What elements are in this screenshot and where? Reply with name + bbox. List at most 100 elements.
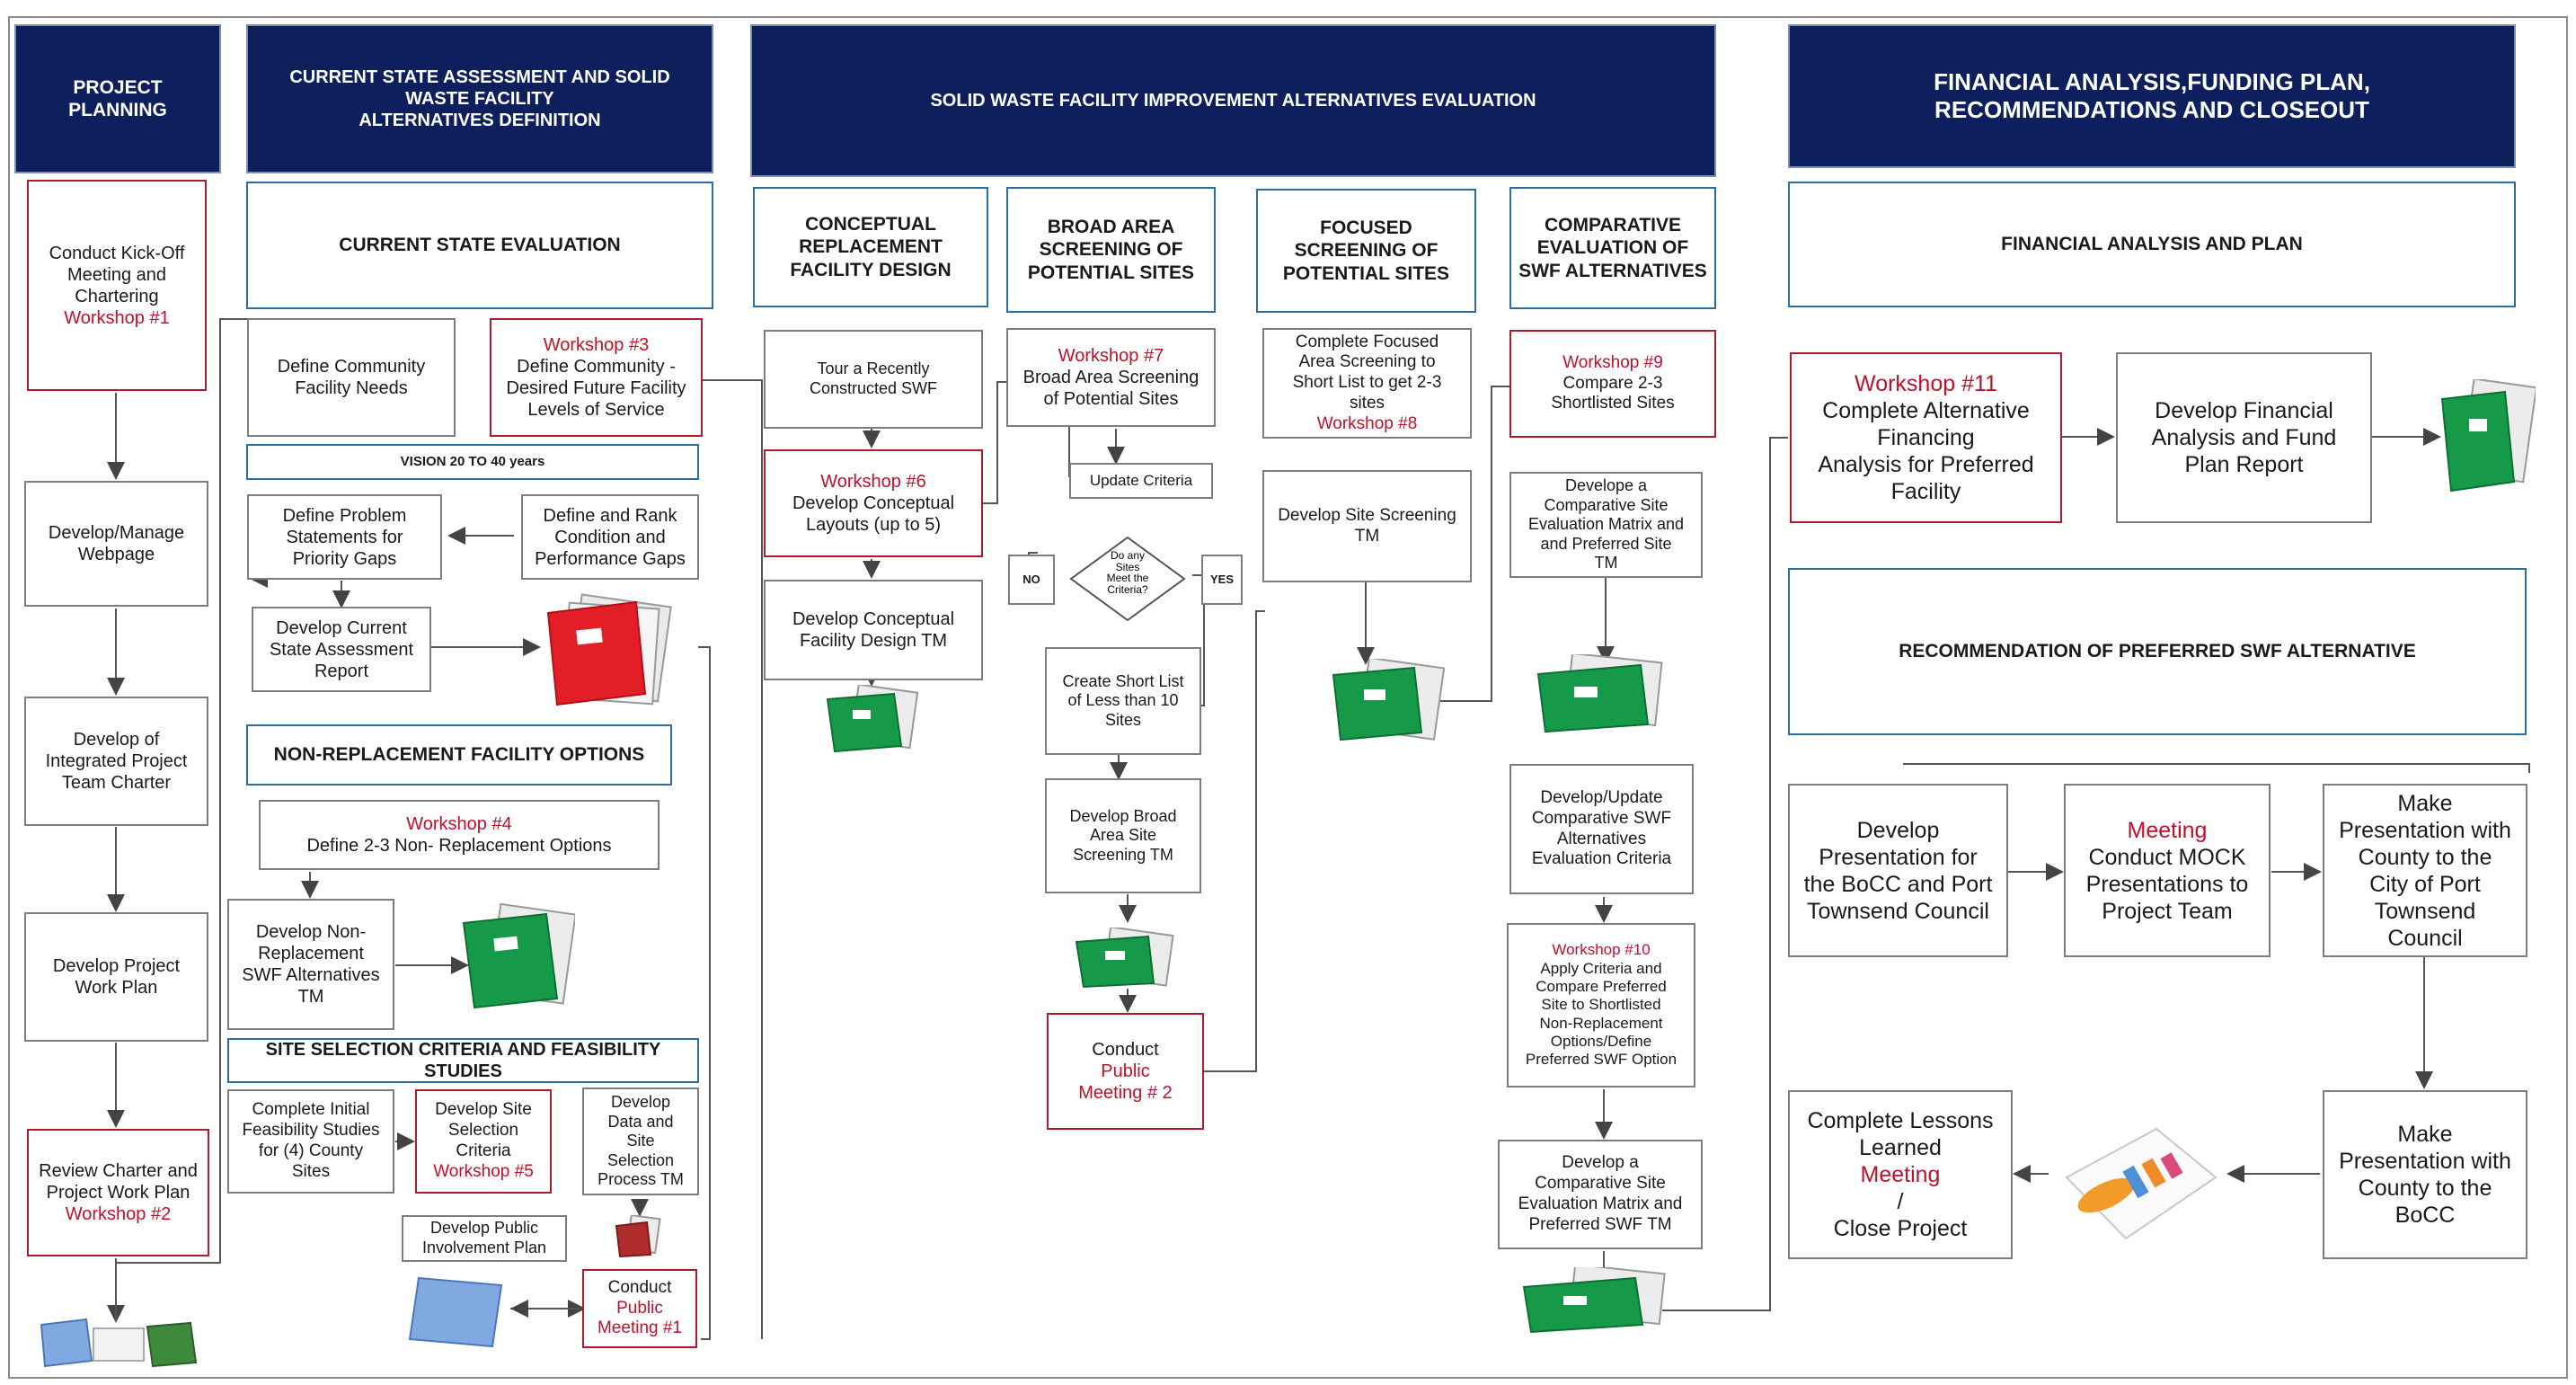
step-public-meeting-2-text: Conduct xyxy=(1092,1040,1159,1060)
folder-green-icon xyxy=(826,685,919,753)
step-criteria-update: Develop/Update Comparative SWF Alternati… xyxy=(1509,764,1694,894)
step-presentation-council: Develop Presentation for the BoCC and Po… xyxy=(1788,784,2008,957)
step-matrix-2-text: Develop a Comparative Site Evaluation Ma… xyxy=(1518,1153,1683,1234)
folder-green-icon xyxy=(1075,928,1174,989)
folder-green-icon xyxy=(1536,654,1663,733)
subheader-recommendation: RECOMMENDATION OF PREFERRED SWF ALTERNAT… xyxy=(1788,568,2527,735)
step-workshop-11: Workshop #11 Complete Alternative Financ… xyxy=(1790,352,2062,523)
step-short-list: Create Short List of Less than 10 Sites xyxy=(1045,647,1201,755)
step-workshop-7-text: Broad Area Screening of Potential Sites xyxy=(1022,368,1199,409)
subheader-focused: FOCUSED SCREENING OF POTENTIAL SITES xyxy=(1256,189,1476,313)
step-workshop-4-label: Workshop #4 xyxy=(406,814,512,834)
step-public-meeting-2-red: Meeting # 2 xyxy=(1078,1083,1173,1103)
step-public-plan: Develop Public Involvement Plan xyxy=(402,1215,567,1262)
step-site-data-text: Develop Data and Site Selection Process … xyxy=(598,1093,684,1189)
step-kickoff-workshop: Workshop #1 xyxy=(64,307,170,328)
subheader-conceptual-design: CONCEPTUAL REPLACEMENT FACILITY DESIGN xyxy=(753,187,988,307)
step-tour: Tour a Recently Constructed SWF xyxy=(764,330,983,429)
step-public-meeting-2-public: Public xyxy=(1101,1061,1150,1081)
step-site-data: Develop Data and Site Selection Process … xyxy=(582,1088,699,1195)
step-workshop-11-label: Workshop #11 xyxy=(1855,371,1997,396)
step-workshop-6: Workshop #6 Develop Conceptual Layouts (… xyxy=(764,449,983,557)
step-review-text: Review Charter and Project Work Plan xyxy=(39,1161,198,1203)
step-workshop-10-label: Workshop #10 xyxy=(1552,941,1651,959)
step-presentation-bocc-text: Make Presentation with County to the BoC… xyxy=(2339,1122,2511,1228)
step-concept-tm: Develop Conceptual Facility Design TM xyxy=(764,580,983,680)
step-workshop-9-label: Workshop #9 xyxy=(1562,352,1663,372)
step-presentation-city-text: Make Presentation with County to the Cit… xyxy=(2339,790,2511,951)
document-blue-icon xyxy=(408,1276,503,1348)
report-chart-icon xyxy=(2065,1127,2217,1240)
step-problem-statements: Define Problem Statements for Priority G… xyxy=(247,494,442,580)
step-workshop-3-text: Define Community - Desired Future Facili… xyxy=(506,357,686,420)
step-workshop-7: Workshop #7 Broad Area Screening of Pote… xyxy=(1006,328,1216,427)
subheader-site-selection: SITE SELECTION CRITERIA AND FEASIBILITY … xyxy=(227,1038,699,1083)
subheader-non-replacement: NON-REPLACEMENT FACILITY OPTIONS xyxy=(246,724,672,786)
step-site-screening-tm-text: Develop Site Screening TM xyxy=(1278,505,1456,546)
folder-red-icon xyxy=(546,593,672,706)
step-site-screening-tm: Develop Site Screening TM xyxy=(1262,470,1472,582)
step-workshop-4: Workshop #4 Define 2-3 Non- Replacement … xyxy=(259,800,659,870)
step-workshop-3: Workshop #3 Define Community - Desired F… xyxy=(490,318,703,437)
diagram-frame xyxy=(8,16,2568,1379)
step-lessons: Complete Lessons Learned Meeting / Close… xyxy=(1788,1090,2013,1259)
step-matrix-2: Develop a Comparative Site Evaluation Ma… xyxy=(1498,1140,1703,1249)
folder-green-icon xyxy=(1332,659,1445,741)
step-presentation-council-text: Develop Presentation for the BoCC and Po… xyxy=(1803,817,1993,924)
folder-green-icon xyxy=(2440,379,2536,493)
label-no-text: NO xyxy=(1022,573,1040,587)
step-non-replacement-tm-text: Develop Non- Replacement SWF Alternative… xyxy=(242,922,380,1007)
step-workshop-10-text: Apply Criteria and Compare Preferred Sit… xyxy=(1525,959,1677,1069)
step-lessons-meeting: Meeting xyxy=(1860,1162,1941,1187)
label-no: NO xyxy=(1008,555,1055,605)
step-financial-report-text: Develop Financial Analysis and Fund Plan… xyxy=(2151,398,2337,477)
step-site-criteria-workshop: Workshop #5 xyxy=(433,1161,534,1181)
subheader-comparative: COMPARATIVE EVALUATION OF SWF ALTERNATIV… xyxy=(1509,187,1716,309)
step-community-needs-text: Define Community Facility Needs xyxy=(277,357,426,398)
step-lessons-text-b: / Close Project xyxy=(1833,1189,1968,1241)
decision-diamond xyxy=(1069,536,1186,622)
step-matrix-1: Developе a Comparative Site Evaluation M… xyxy=(1509,472,1703,578)
step-update-criteria-text: Update Criteria xyxy=(1089,471,1193,489)
step-problem-statements-text: Define Problem Statements for Priority G… xyxy=(282,505,407,569)
step-mock: Meeting Conduct MOCK Presentations to Pr… xyxy=(2064,784,2271,957)
step-webpage: Develop/Manage Webpage xyxy=(24,481,208,607)
step-presentation-bocc: Make Presentation with County to the BoC… xyxy=(2323,1090,2527,1259)
step-workshop-6-text: Develop Conceptual Layouts (up to 5) xyxy=(792,493,955,535)
step-work-plan-text: Develop Project Work Plan xyxy=(52,956,181,998)
subheader-vision: VISION 20 TO 40 years xyxy=(246,444,699,480)
phase-alternatives-evaluation: SOLID WASTE FACILITY IMPROVEMENT ALTERNA… xyxy=(750,24,1716,177)
step-workshop-10: Workshop #10 Apply Criteria and Compare … xyxy=(1507,923,1695,1088)
step-mock-label: Meeting xyxy=(2127,817,2208,843)
step-workshop-4-text: Define 2-3 Non- Replacement Options xyxy=(306,836,612,856)
step-update-criteria: Update Criteria xyxy=(1069,463,1213,499)
step-current-report-text: Develop Current State Assessment Report xyxy=(269,617,414,681)
step-presentation-city: Make Presentation with County to the Cit… xyxy=(2323,784,2527,957)
folder-green-icon xyxy=(1522,1267,1666,1334)
step-public-meeting-1-red: Public Meeting #1 xyxy=(597,1298,682,1338)
step-public-plan-text: Develop Public Involvement Plan xyxy=(421,1219,547,1256)
step-public-meeting-1-text: Conduct xyxy=(607,1277,672,1297)
step-public-meeting-2-line1: Conduct Public xyxy=(1092,1039,1159,1082)
step-workshop-6-label: Workshop #6 xyxy=(820,472,926,492)
step-lessons-line: Complete Lessons Learned Meeting / Close… xyxy=(1807,1107,1993,1242)
step-review: Review Charter and Project Work Plan Wor… xyxy=(27,1129,209,1256)
label-yes-text: YES xyxy=(1209,573,1234,587)
step-workshop-11-text: Complete Alternative Financing Analysis … xyxy=(1818,398,2034,504)
step-kickoff: Conduct Kick-Off Meeting and Chartering … xyxy=(27,180,207,391)
step-site-criteria: Develop Site Selection Criteria Workshop… xyxy=(415,1089,552,1194)
document-blue-icon xyxy=(40,1318,198,1368)
step-focused-screening: Complete Focused Area Screening to Short… xyxy=(1262,328,1472,439)
step-focused-screening-workshop: Workshop #8 xyxy=(1316,413,1418,433)
step-concept-tm-text: Develop Conceptual Facility Design TM xyxy=(792,609,955,651)
step-tour-text: Tour a Recently Constructed SWF xyxy=(809,360,938,397)
step-community-needs: Define Community Facility Needs xyxy=(247,318,456,437)
step-feasibility: Complete Initial Feasibility Studies for… xyxy=(227,1089,394,1194)
step-current-report: Develop Current State Assessment Report xyxy=(252,607,431,692)
step-broad-tm: Develop Broad Area Site Screening TM xyxy=(1045,778,1201,893)
step-short-list-text: Create Short List of Less than 10 Sites xyxy=(1062,671,1184,729)
subheader-financial-plan: FINANCIAL ANALYSIS AND PLAN xyxy=(1788,182,2516,307)
step-kickoff-text: Conduct Kick-Off Meeting and Chartering xyxy=(49,243,185,306)
subheader-current-state-evaluation: CURRENT STATE EVALUATION xyxy=(246,182,713,309)
